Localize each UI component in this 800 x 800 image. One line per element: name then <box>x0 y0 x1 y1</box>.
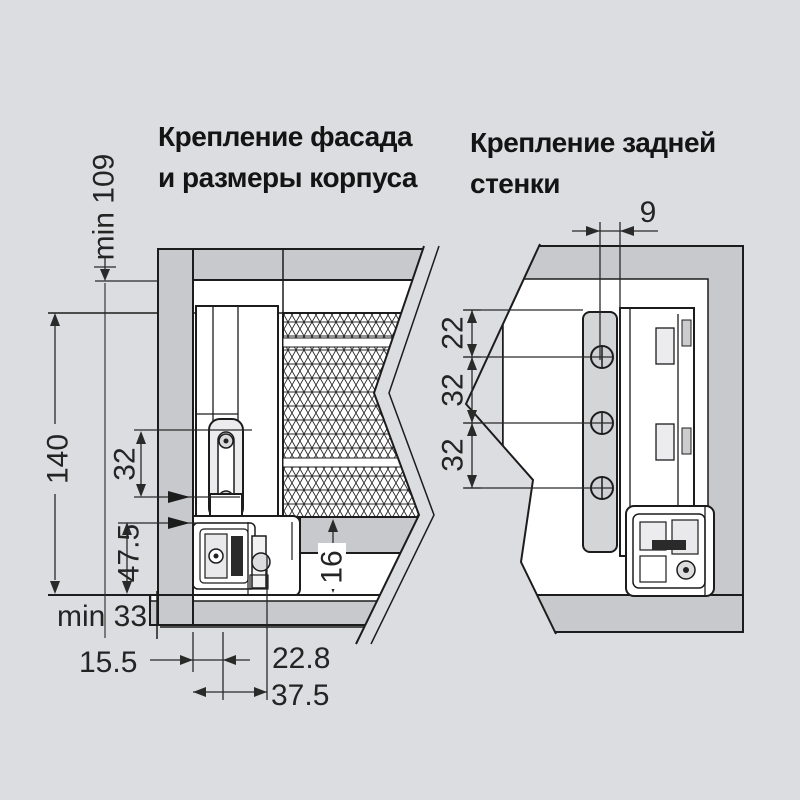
facade-dimensions <box>50 256 338 700</box>
runner-mechanism-rear <box>625 505 715 597</box>
dim-label-15-5: 15.5 <box>79 646 137 679</box>
label-bg-140 <box>41 427 71 493</box>
dim-label-9: 9 <box>640 196 657 229</box>
screw-position-arrow-2 <box>168 517 190 529</box>
dim-label-min109: min 109 <box>88 154 121 261</box>
facade-title-line1: Крепление фасада <box>158 121 413 152</box>
facade-title-line2: и размеры корпуса <box>158 162 417 193</box>
dim-label-37-5: 37.5 <box>271 679 329 712</box>
facade-drawing <box>48 248 424 639</box>
runner-mechanism-front <box>185 493 301 597</box>
dim-label-47-5: 47.5 <box>113 524 146 582</box>
dim-label-16: 16 <box>316 550 349 583</box>
back-dimensions <box>463 222 658 489</box>
dim-label-22-8: 22.8 <box>272 642 330 675</box>
label-bg-16 <box>318 543 346 589</box>
dim-label-32a: 32 <box>437 373 470 406</box>
cabinet-top-panel <box>157 248 424 281</box>
break-line-left-inner <box>355 245 425 645</box>
facade-panel <box>157 248 194 626</box>
dim-label-min33: min 33 <box>57 600 147 633</box>
back-title-line1: Крепление задней <box>470 127 716 158</box>
drawer-front-profile <box>195 305 279 521</box>
back-title-line2: стенки <box>470 168 560 199</box>
dim-label-32b: 32 <box>437 438 470 471</box>
dim-label-22: 22 <box>437 316 470 349</box>
dim-label-32: 32 <box>109 447 142 480</box>
dim-label-140: 140 <box>42 434 75 484</box>
break-line-right <box>464 243 557 635</box>
screw-position-arrow-1 <box>168 491 190 503</box>
back-drawing <box>502 245 744 633</box>
break-line-left-outer <box>370 245 440 645</box>
facade-title: Крепление фасада и размеры корпуса <box>158 116 417 198</box>
break-gap-left <box>356 244 439 646</box>
back-title: Крепление задней стенки <box>470 122 716 204</box>
